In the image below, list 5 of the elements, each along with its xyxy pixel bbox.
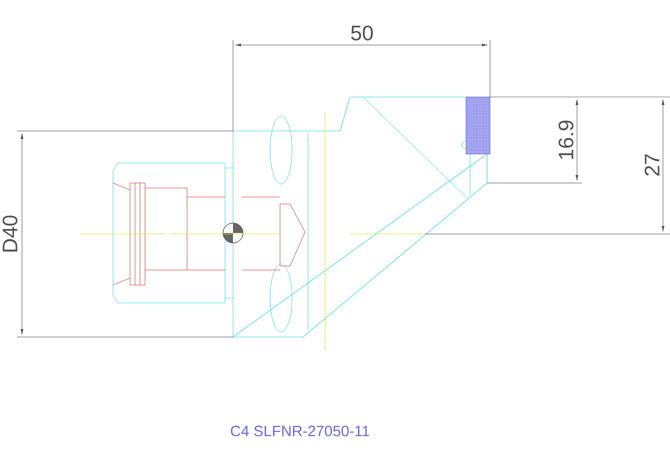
dimension-label: 50 xyxy=(351,26,373,40)
dimension-label: 16.9 xyxy=(558,120,574,159)
part-number: C4 SLFNR-27050-11 xyxy=(230,426,370,436)
dimension-label: 27 xyxy=(644,154,660,176)
dimension-label: D40 xyxy=(2,216,18,252)
